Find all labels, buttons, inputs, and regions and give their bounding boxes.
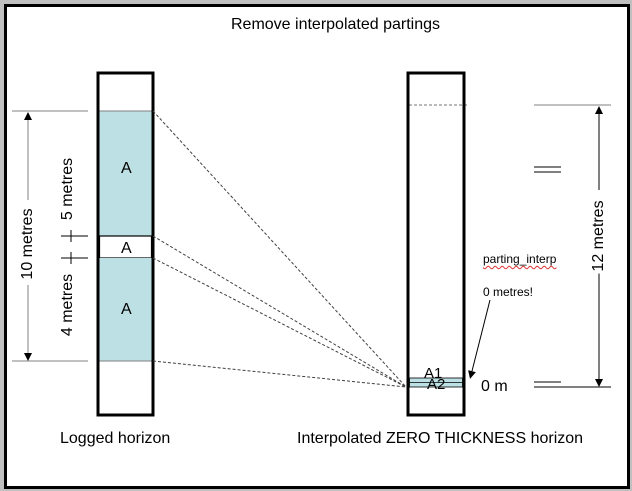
layer-label-coal-lower: A [121, 301, 132, 318]
upper-thickness-text: 5 metres [59, 157, 76, 221]
layer-coal-lower [99, 258, 152, 361]
pointer-arrow [468, 299, 491, 379]
diagram-title: Remove interpolated partings [231, 16, 441, 33]
parting-name-label: parting_interp [483, 252, 557, 266]
lower-thickness-label: 4 metres [59, 271, 77, 339]
correlation-lines [152, 110, 407, 388]
correlation-line [152, 360, 407, 388]
layer-label-a1: A1 [424, 365, 443, 382]
layer-label-a2: A2 [427, 376, 446, 393]
correlation-line [152, 235, 407, 388]
correlation-line [152, 110, 407, 388]
left-dimension [12, 110, 88, 362]
column-outline [406, 71, 466, 417]
right-dimension [468, 104, 611, 388]
parting-note-label: 0 metres! [483, 285, 534, 299]
interpolated-horizon-column [406, 71, 467, 417]
layer-label-coal-upper: A [121, 160, 132, 177]
layer-coal-upper [99, 111, 152, 236]
logged-horizon-caption: Logged horizon [60, 430, 171, 447]
correlation-line [152, 257, 407, 388]
logged-horizon-column [96, 71, 155, 417]
total-thickness-label-right: 12 metres [590, 198, 608, 274]
total-thickness-text: 12 metres [590, 200, 607, 272]
upper-thickness-label: 5 metres [59, 155, 77, 223]
zero-metre-label: 0 m [481, 378, 508, 395]
lower-thickness-text: 4 metres [59, 273, 76, 337]
total-thickness-text: 10 metres [19, 208, 36, 280]
interpolated-horizon-caption: Interpolated ZERO THICKNESS horizon [297, 430, 584, 447]
total-thickness-label-left: 10 metres [19, 206, 37, 282]
layer-label-parting: A [121, 240, 132, 257]
